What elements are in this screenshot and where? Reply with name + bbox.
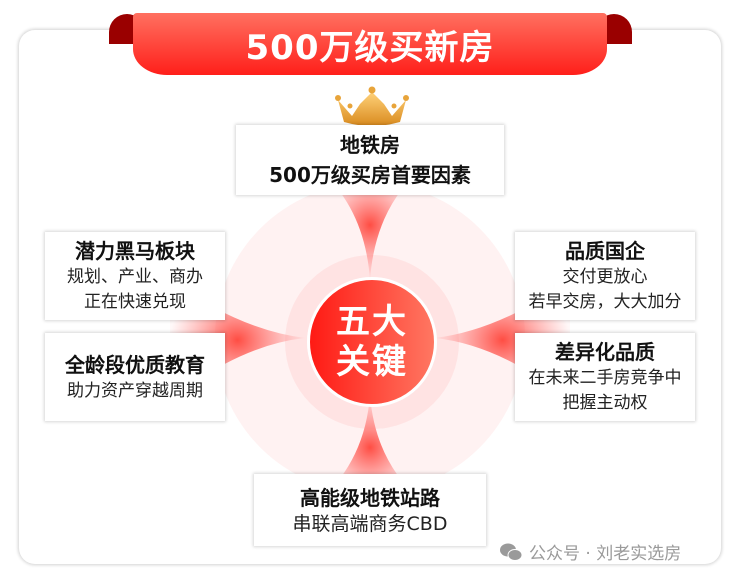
watermark-text: 公众号 · 刘老实选房	[529, 544, 682, 564]
page-title: 500万级买新房	[245, 27, 495, 68]
factor-top-sub: 500万级买房首要因素	[269, 163, 471, 187]
factor-bottom: 高能级地铁站路 串联高端商务CBD	[254, 474, 486, 546]
factor-right-lower: 差异化品质 在未来二手房竞争中 把握主动权	[515, 333, 695, 421]
factor-right-upper-heading: 品质国企	[565, 239, 645, 263]
factor-bottom-heading: 高能级地铁站路	[300, 485, 440, 510]
factor-left-upper: 潜力黑马板块 规划、产业、商办 正在快速兑现	[45, 232, 225, 320]
factor-right-upper: 品质国企 交付更放心 若早交房，大大加分	[515, 232, 695, 320]
factor-right-lower-heading: 差异化品质	[555, 340, 655, 364]
factor-left-upper-sub-2: 正在快速兑现	[84, 292, 186, 312]
factor-left-lower-heading: 全龄段优质教育	[65, 352, 205, 377]
factor-right-upper-sub-2: 若早交房，大大加分	[528, 292, 682, 312]
factor-left-lower: 全龄段优质教育 助力资产穿越周期	[45, 333, 225, 421]
factor-left-upper-sub-1: 规划、产业、商办	[67, 267, 203, 287]
factor-right-lower-sub-2: 把握主动权	[562, 393, 648, 413]
watermark: 公众号 · 刘老实选房	[499, 539, 681, 564]
center-line-2: 关键	[336, 342, 408, 382]
center-badge: 五大 关键	[307, 277, 437, 407]
crown-icon	[335, 86, 409, 126]
factor-bottom-sub: 串联高端商务CBD	[292, 512, 448, 535]
wechat-icon	[500, 543, 523, 561]
factor-right-upper-sub-1: 交付更放心	[562, 267, 648, 287]
factor-left-upper-heading: 潜力黑马板块	[75, 239, 195, 263]
title-ribbon: 500万级买新房	[133, 13, 607, 75]
factor-left-lower-sub-1: 助力资产穿越周期	[67, 380, 203, 401]
factor-right-lower-sub-1: 在未来二手房竞争中	[528, 368, 682, 388]
factor-top: 地铁房 500万级买房首要因素	[236, 125, 504, 195]
factor-top-heading: 地铁房	[340, 133, 400, 157]
center-line-1: 五大	[336, 302, 408, 342]
